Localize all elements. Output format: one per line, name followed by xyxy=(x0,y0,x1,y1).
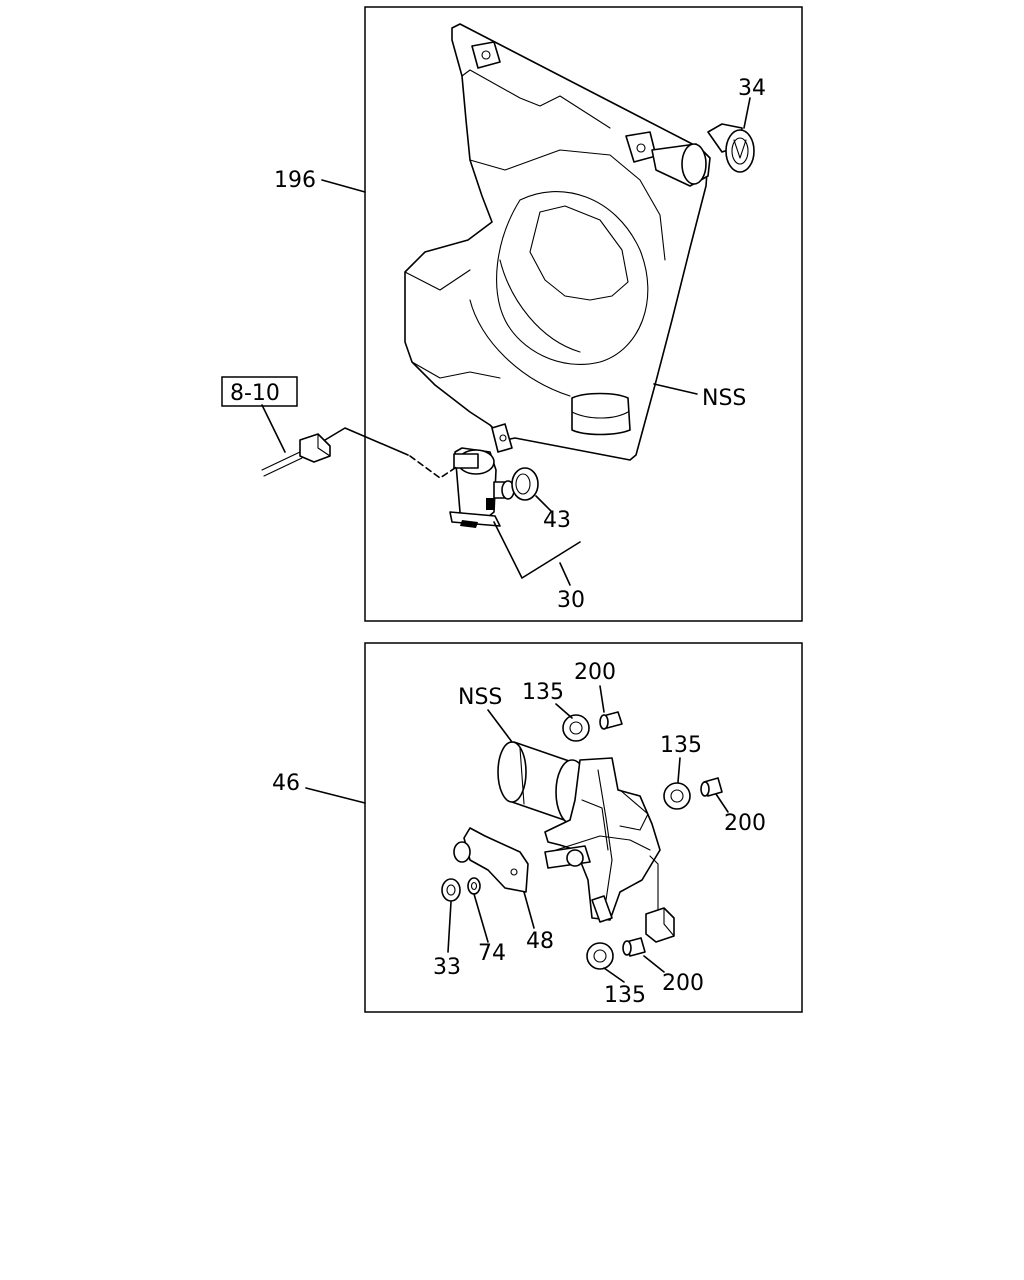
leader-74 xyxy=(473,893,489,943)
leader-46 xyxy=(305,787,366,804)
reference-box xyxy=(221,376,298,407)
callout-34: 34 xyxy=(738,76,766,101)
callout-46: 46 xyxy=(272,771,300,796)
bottom-panel: 46 NSS 135 200 135 200 135 200 48 74 33 xyxy=(272,642,803,1013)
nut-drawing xyxy=(441,878,461,902)
harness-connector-drawing xyxy=(261,427,459,479)
bushing-right-drawing xyxy=(663,782,691,810)
bushing-bottom-drawing xyxy=(586,942,614,970)
leader-nss-bottom xyxy=(487,709,513,743)
callout-nss-bottom: NSS xyxy=(458,685,502,710)
collar-bottom-drawing xyxy=(622,937,646,957)
top-panel-frame xyxy=(364,6,803,622)
leader-33 xyxy=(447,901,452,953)
leader-34 xyxy=(743,97,751,129)
leader-135-top xyxy=(555,703,573,719)
leader-135-right xyxy=(677,757,681,783)
top-panel: 196 34 NSS 8-10 43 30 xyxy=(221,6,803,622)
grommet-drawing xyxy=(511,467,539,501)
leader-48 xyxy=(523,891,535,929)
bracket-30 xyxy=(493,521,581,579)
collar-top-drawing xyxy=(599,711,623,730)
callout-135-right: 135 xyxy=(660,733,702,758)
leader-30 xyxy=(559,562,571,586)
callout-196: 196 xyxy=(274,168,316,193)
callout-135-top: 135 xyxy=(522,680,564,705)
callout-200-top: 200 xyxy=(574,660,616,685)
leader-43 xyxy=(535,495,553,513)
leader-196 xyxy=(321,179,366,193)
washer-reservoir-drawing xyxy=(404,23,711,461)
callout-48: 48 xyxy=(526,929,554,954)
collar-right-drawing xyxy=(700,777,723,797)
washer-pump-drawing xyxy=(449,447,515,528)
callout-nss-top: NSS xyxy=(702,386,746,411)
leader-200-top xyxy=(599,685,605,713)
wiper-motor-drawing xyxy=(497,741,675,943)
bracket-drawing xyxy=(453,827,529,893)
callout-200-bottom: 200 xyxy=(662,971,704,996)
callout-74: 74 xyxy=(478,941,506,966)
callout-43: 43 xyxy=(543,508,571,533)
callout-33: 33 xyxy=(433,955,461,980)
leader-200-bottom xyxy=(643,955,665,973)
callout-135-bottom: 135 xyxy=(604,983,646,1008)
callout-200-right: 200 xyxy=(724,811,766,836)
callout-8-10: 8-10 xyxy=(230,381,280,406)
callout-30: 30 xyxy=(557,588,585,613)
leader-135-bottom xyxy=(603,967,625,983)
leader-200-right xyxy=(715,793,729,813)
leader-nss-top xyxy=(653,383,698,395)
bottom-panel-frame xyxy=(364,642,803,1013)
washer-drawing xyxy=(467,877,481,895)
leader-8-10 xyxy=(261,404,286,453)
bushing-top-drawing xyxy=(562,714,590,742)
filler-cap-drawing xyxy=(707,123,755,173)
